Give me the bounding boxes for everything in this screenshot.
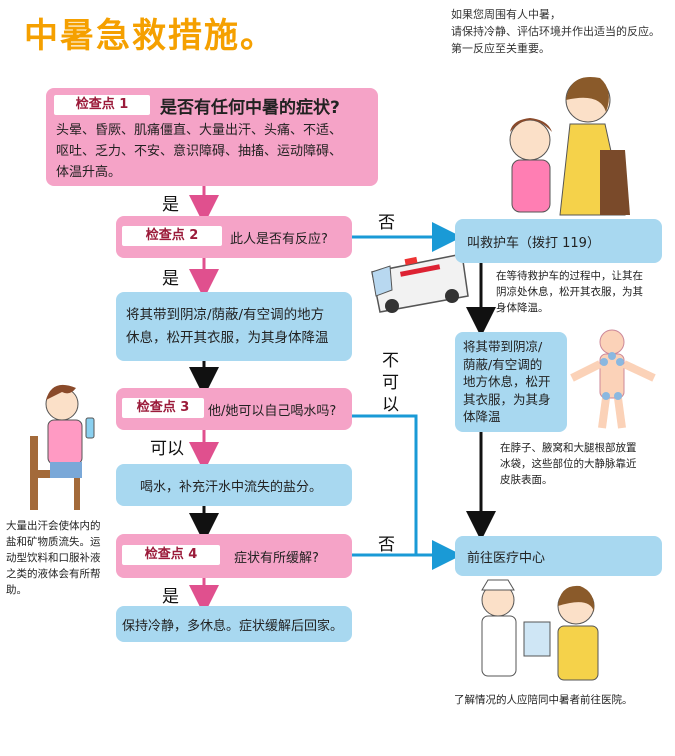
ambulance-note-line: 身体降温。 [496, 302, 549, 314]
label-yes-3: 是 [162, 587, 179, 607]
check4-box: 检查点 4 症状有所缓解? [116, 534, 352, 578]
drink-text: 喝水，补充汗水中流失的盐分。 [140, 480, 323, 495]
hospital-box: 前往医疗中心 [455, 536, 662, 576]
icepack-note: 在脖子、腋窝和大腿根部放置 冰袋，这些部位的大静脉靠近 皮肤表面。 [500, 440, 672, 488]
right-cool-down-line: 地方休息，松开 [463, 374, 551, 389]
ambulance-note-line: 在等待救护车的过程中，让其在 [496, 270, 643, 282]
symptom-line: 头晕、昏厥、肌痛僵直、大量出汗、头痛、不适、 [56, 123, 343, 138]
intro-line: 请保持冷静、评估环境并作出适当的反应。 [451, 25, 660, 38]
cool-down-line: 休息，松开其衣服，为其身体降温 [126, 330, 329, 346]
right-cool-down-line: 荫蔽/有空调的 [463, 356, 543, 372]
check3-box: 检查点 3 他/她可以自己喝水吗? [116, 388, 352, 430]
salt-note-line: 之类的液体会有所帮 [6, 568, 101, 580]
salt-note-line: 大量出汗会使体内的 [6, 520, 101, 532]
check3-question: 他/她可以自己喝水吗? [208, 404, 337, 419]
hospital-text: 前往医疗中心 [467, 551, 546, 566]
label-yes-1: 是 [162, 195, 179, 215]
right-cool-down-line: 体降温 [463, 409, 501, 424]
ambulance-note: 在等待救护车的过程中，让其在 阴凉处休息，松开其衣服，为其 身体降温。 [496, 268, 671, 316]
label-yes-2: 是 [162, 269, 179, 289]
girl-drinking-illustration [30, 384, 95, 510]
check1-box: 检查点 1 是否有任何中暑的症状? 头晕、昏厥、肌痛僵直、大量出汗、头痛、不适、… [46, 88, 378, 186]
check2-tag: 检查点 2 [122, 226, 222, 246]
right-cool-down-line: 其衣服，为其身 [463, 391, 551, 407]
label-cannot: 不 可 以 [382, 350, 399, 416]
check4-question: 症状有所缓解? [234, 551, 319, 566]
rest-box: 保持冷静，多休息。症状缓解后回家。 [116, 606, 352, 642]
salt-note-line: 助。 [6, 584, 27, 596]
check1-question: 是否有任何中暑的症状? [160, 98, 340, 118]
ambulance-note-line: 阴凉处休息，松开其衣服，为其 [496, 286, 643, 298]
body-icepack-illustration [570, 329, 656, 429]
icepack-note-line: 在脖子、腋窝和大腿根部放置 [500, 442, 637, 454]
icepack-note-line: 冰袋，这些部位的大静脉靠近 [500, 458, 637, 470]
label-cannot-char: 以 [382, 395, 399, 415]
check3-tag: 检查点 3 [122, 398, 204, 418]
check2-question: 此人是否有反应? [230, 232, 328, 247]
salt-note: 大量出汗会使体内的 盐和矿物质流失。运 动型饮料和口服补液 之类的液体会有所帮 … [6, 518, 116, 598]
hospital-note: 了解情况的人应陪同中暑者前往医院。 [454, 694, 633, 706]
label-cannot-char: 可 [382, 373, 399, 393]
salt-note-line: 盐和矿物质流失。运 [6, 536, 101, 548]
girl-and-woman-illustration [509, 76, 630, 216]
nurse-and-woman-illustration [481, 579, 599, 681]
check4-tag: 检查点 4 [122, 545, 220, 565]
right-cool-down-box: 将其带到阴凉/ 荫蔽/有空调的 地方休息，松开 其衣服，为其身 体降温 [455, 332, 567, 432]
check2-box: 检查点 2 此人是否有反应? [116, 216, 352, 258]
intro-line: 第一反应至关重要。 [451, 42, 550, 55]
cool-down-text: 将其带到阴凉/荫蔽/有空调的地方 休息，松开其衣服，为其身体降温 [126, 304, 348, 350]
salt-note-line: 动型饮料和口服补液 [6, 552, 101, 564]
drink-box: 喝水，补充汗水中流失的盐分。 [116, 464, 352, 506]
label-can: 可以 [150, 439, 184, 459]
icepack-note-line: 皮肤表面。 [500, 474, 553, 486]
cool-down-box: 将其带到阴凉/荫蔽/有空调的地方 休息，松开其衣服，为其身体降温 [116, 292, 352, 361]
label-cannot-char: 不 [382, 351, 399, 371]
right-cool-down-text: 将其带到阴凉/ 荫蔽/有空调的 地方休息，松开 其衣服，为其身 体降温 [463, 338, 567, 426]
page-title: 中暑急救措施。 [24, 16, 276, 56]
cool-down-line: 将其带到阴凉/荫蔽/有空调的地方 [126, 307, 325, 323]
intro-text: 如果您周围有人中暑， 请保持冷静、评估环境并作出适当的反应。 第一反应至关重要。 [451, 6, 671, 57]
right-cool-down-line: 将其带到阴凉/ [463, 339, 543, 354]
arrow-check3-to-hospital [352, 414, 418, 555]
symptom-line: 体温升高。 [56, 165, 122, 180]
ambulance-text: 叫救护车（拨打 119） [467, 236, 600, 251]
ambulance-box: 叫救护车（拨打 119） [455, 219, 662, 263]
label-no-2: 否 [378, 535, 395, 555]
intro-line: 如果您周围有人中暑， [451, 8, 561, 21]
check1-tag: 检查点 1 [54, 95, 150, 115]
label-no-1: 否 [378, 213, 395, 233]
rest-text: 保持冷静，多休息。症状缓解后回家。 [122, 619, 344, 634]
ambulance-illustration [371, 253, 469, 313]
symptom-line: 呕吐、乏力、不安、意识障碍、抽搐、运动障碍、 [56, 144, 343, 159]
check1-symptoms: 头晕、昏厥、肌痛僵直、大量出汗、头痛、不适、 呕吐、乏力、不安、意识障碍、抽搐、… [56, 120, 376, 183]
